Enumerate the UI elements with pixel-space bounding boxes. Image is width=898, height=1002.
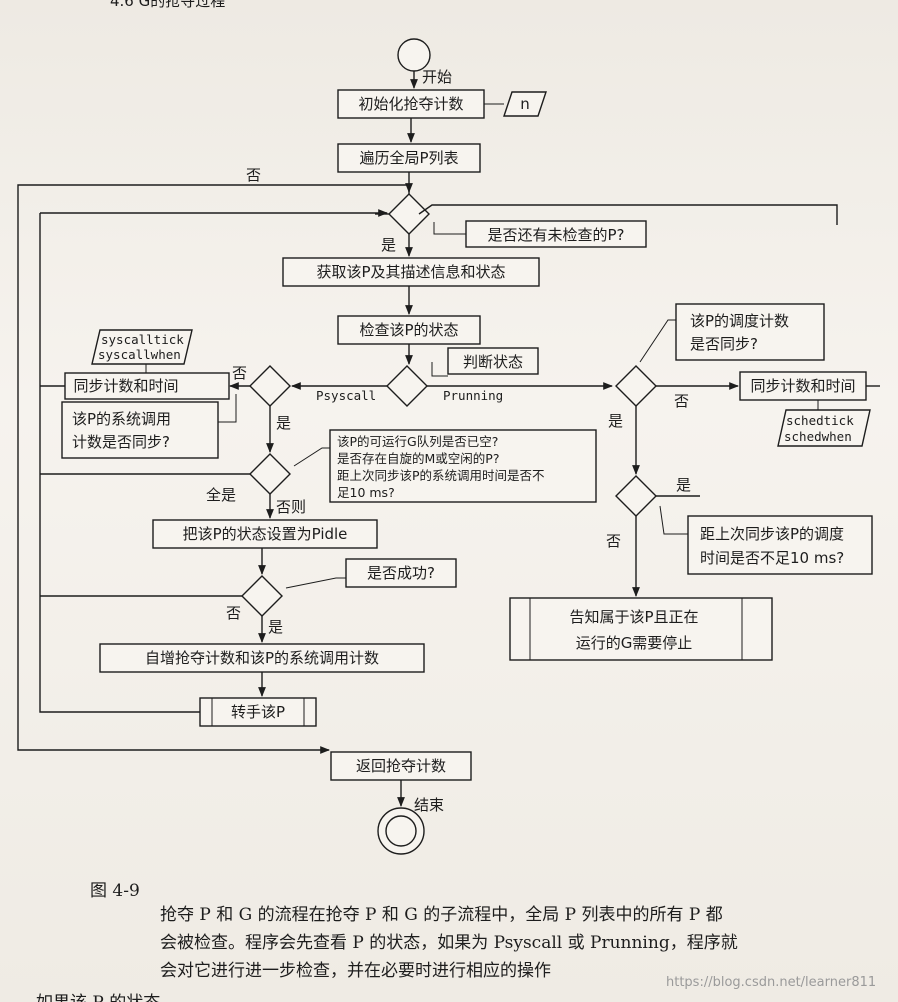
judge-state-label: 判断状态: [463, 353, 523, 371]
yes-label-success: 是: [268, 618, 283, 636]
has-unchecked-decision: [388, 193, 430, 235]
sched-time-decision: [615, 475, 657, 517]
increment-box: [99, 643, 425, 673]
sched-sync-note: [675, 303, 825, 361]
set-pidle-box: [152, 519, 378, 549]
return-label: 返回抢夺计数: [356, 757, 446, 775]
watermark: https://blog.csdn.net/learner811: [666, 975, 876, 990]
get-p-label: 获取该P及其描述信息和状态: [316, 263, 505, 281]
cond-q-1: 该P的可运行G队列是否已空?: [337, 434, 498, 449]
sync-count-time-left: [64, 372, 230, 400]
sched-field-2: schedwhen: [784, 429, 852, 444]
all-yes-label: 全是: [206, 486, 236, 504]
sched-field-1: schedtick: [786, 413, 854, 428]
cond-q-2: 是否存在自旋的M或空闲的P?: [337, 451, 499, 466]
success-decision: [241, 575, 283, 617]
preempt-box: [509, 597, 773, 661]
end-label: 结束: [414, 796, 444, 814]
yes-label-right: 是: [608, 412, 623, 430]
prunning-label: Prunning: [443, 388, 503, 403]
sched-sync-q-1: 该P的调度计数: [690, 312, 789, 330]
n-param-shape: [503, 91, 547, 117]
set-pidle-label: 把该P的状态设置为Pidle: [183, 525, 348, 543]
sync-count-time-left-label: 同步计数和时间: [73, 377, 178, 395]
get-p-box: [282, 257, 540, 287]
caption-number: 图 4-9: [90, 881, 140, 901]
no-label-left: 否: [232, 364, 247, 382]
conditions-decision: [249, 453, 291, 495]
syscall-sync-decision: [249, 365, 291, 407]
handoff-label: 转手该P: [231, 703, 285, 721]
check-state-label: 检查该P的状态: [359, 321, 458, 339]
success-q: 是否成功?: [367, 564, 435, 582]
syscall-sync-q-2: 计数是否同步?: [72, 433, 170, 451]
yes-label-left: 是: [276, 414, 291, 432]
handoff-box: [199, 697, 317, 727]
conditions-note: [329, 429, 597, 503]
sync-count-time-right-label: 同步计数和时间: [750, 377, 855, 395]
end-node-inner: [385, 815, 417, 847]
n-param-label: n: [520, 95, 530, 113]
sync-count-time-right: [739, 371, 867, 401]
psyscall-label: Psyscall: [316, 388, 376, 403]
caption-line-1: 抢夺 P 和 G 的流程在抢夺 P 和 G 的子流程中，全局 P 列表中的所有 …: [160, 905, 723, 925]
traverse-label: 遍历全局P列表: [359, 149, 458, 167]
syscall-field-2: syscallwhen: [98, 347, 181, 362]
sched-sync-q-2: 是否同步?: [690, 335, 758, 353]
init-label: 初始化抢夺计数: [358, 95, 463, 113]
yes-label-right-2: 是: [676, 476, 691, 494]
syscall-field-1: syscalltick: [101, 332, 184, 347]
preempt-2: 运行的G需要停止: [576, 634, 693, 652]
sched-sync-decision: [615, 365, 657, 407]
no-label-right-2: 否: [606, 532, 621, 550]
syscall-sync-q-1: 该P的系统调用: [72, 410, 171, 428]
yes-label-1: 是: [381, 236, 396, 254]
sched-time-note: [687, 515, 873, 575]
traverse-box: [337, 143, 481, 173]
success-note: [345, 558, 457, 588]
otherwise-label: 否则: [276, 498, 306, 516]
state-decision: [386, 365, 428, 407]
sched-fields-shape: [777, 409, 871, 447]
header-title: 4.6 G的抢夺过程: [110, 0, 225, 10]
syscall-sync-note: [61, 401, 219, 459]
next-line: 如果该 P 的状态: [36, 993, 160, 1002]
judge-state-note: [447, 347, 539, 375]
caption-line-2: 会被检查。程序会先查看 P 的状态，如果为 Psyscall 或 Prunnin…: [160, 933, 738, 953]
no-label-top: 否: [246, 166, 261, 184]
no-label-right: 否: [674, 392, 689, 410]
preempt-1: 告知属于该P且正在: [569, 608, 698, 626]
caption-line-3: 会对它进行进一步检查，并在必要时进行相应的操作: [160, 961, 551, 981]
syscall-fields-shape: [91, 329, 193, 365]
no-label-success: 否: [226, 604, 241, 622]
has-unchecked-note: [465, 220, 647, 248]
sched-time-q-1: 距上次同步该P的调度: [700, 525, 844, 543]
start-node: [397, 38, 431, 72]
start-label: 开始: [422, 68, 452, 86]
cond-q-4: 足10 ms?: [337, 485, 395, 500]
sched-time-q-2: 时间是否不足10 ms?: [700, 549, 844, 567]
increment-label: 自增抢夺计数和该P的系统调用计数: [145, 649, 379, 667]
has-unchecked-q: 是否还有未检查的P?: [487, 226, 624, 244]
cond-q-3: 距上次同步该P的系统调用时间是否不: [337, 468, 545, 483]
